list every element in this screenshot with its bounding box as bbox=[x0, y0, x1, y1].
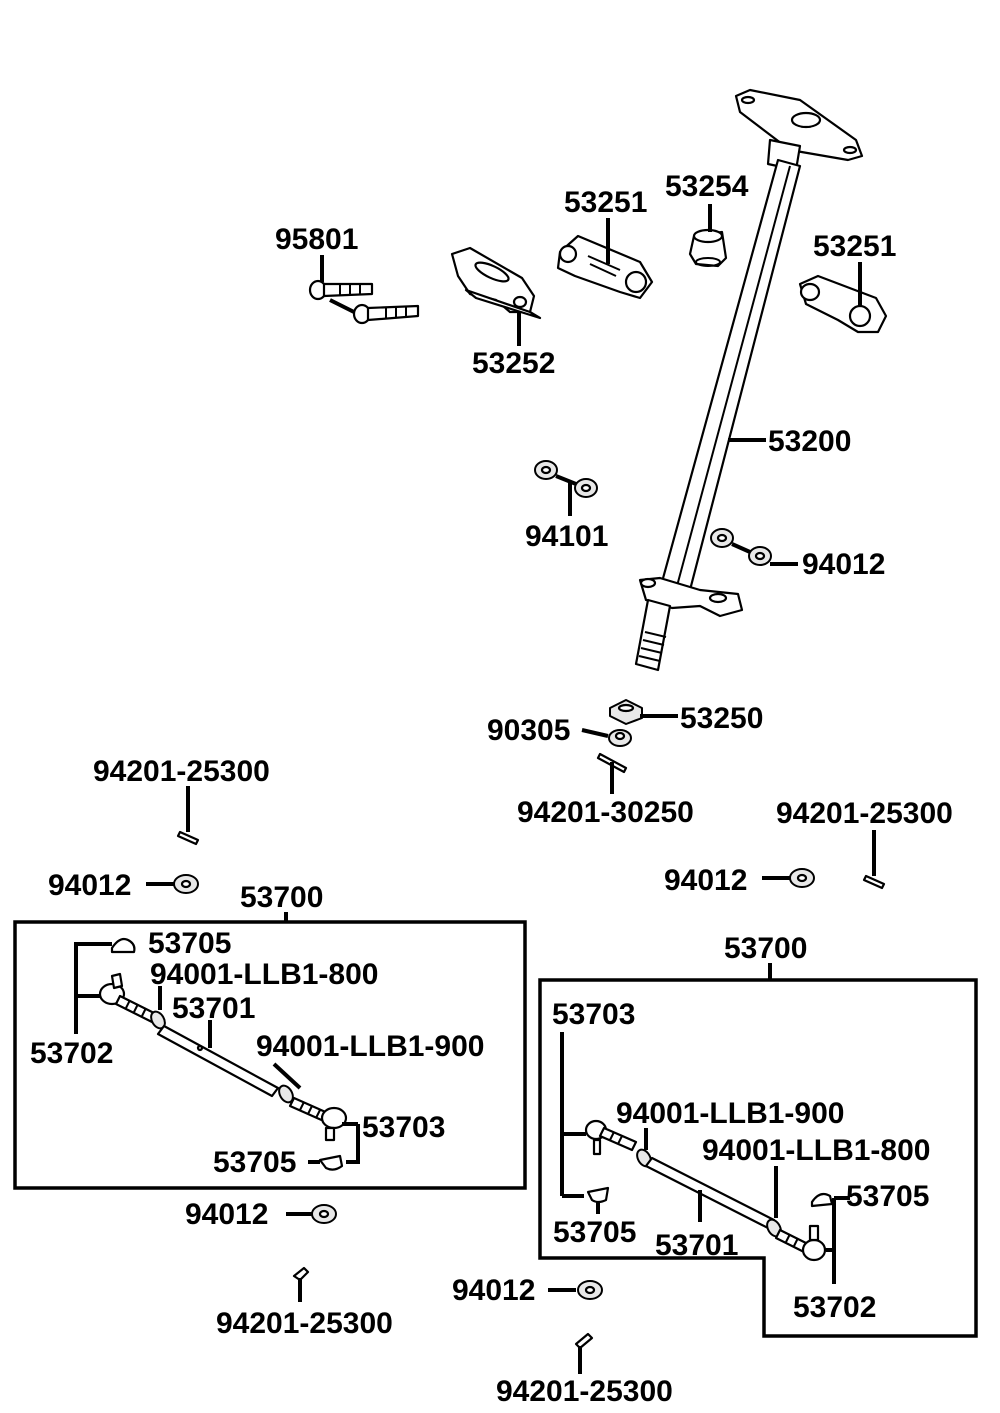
leader-90305 bbox=[581, 728, 609, 738]
label-53700-left: 53700 bbox=[240, 881, 323, 914]
label-94001-llb1-800-right: 94001-LLB1-800 bbox=[702, 1134, 930, 1167]
label-53251-left: 53251 bbox=[564, 186, 647, 219]
nut-94012-bottom-left bbox=[311, 1204, 337, 1224]
label-53703-left: 53703 bbox=[362, 1111, 445, 1144]
label-94012-bottom-left: 94012 bbox=[185, 1198, 268, 1231]
cotter-pin-top-left bbox=[176, 830, 200, 846]
label-53701-right: 53701 bbox=[655, 1229, 738, 1262]
label-53701-left: 53701 bbox=[172, 992, 255, 1025]
label-53705-right-right-assembly: 53705 bbox=[846, 1180, 929, 1213]
label-94201-25300-bottom-center: 94201-25300 bbox=[496, 1375, 673, 1408]
label-94201-25300-bottom-left: 94201-25300 bbox=[216, 1307, 393, 1340]
leader-94012-shaft bbox=[731, 542, 798, 566]
label-53700-right: 53700 bbox=[724, 932, 807, 965]
label-94012-shaft: 94012 bbox=[802, 548, 885, 581]
bushing-53254 bbox=[688, 228, 728, 268]
nuts-94101 bbox=[534, 460, 598, 498]
label-53250: 53250 bbox=[680, 702, 763, 735]
label-53702-left: 53702 bbox=[30, 1037, 113, 1070]
assembly-box-left bbox=[13, 920, 527, 1190]
label-94001-llb1-900-right: 94001-LLB1-900 bbox=[616, 1097, 844, 1130]
nut-94012-top-left bbox=[173, 874, 199, 894]
nuts-94012-shaft bbox=[710, 528, 772, 566]
dust-cap-right-right-assembly bbox=[810, 1192, 834, 1208]
bracket-53252 bbox=[450, 246, 542, 320]
label-94201-30250: 94201-30250 bbox=[517, 796, 694, 829]
label-94001-llb1-900-left: 94001-LLB1-900 bbox=[256, 1030, 484, 1063]
label-53251-right: 53251 bbox=[813, 230, 896, 263]
cotter-pin-top-right bbox=[862, 874, 886, 890]
assembly-box-right bbox=[538, 978, 978, 1338]
holder-53251-left bbox=[556, 234, 654, 300]
label-94012-top-right: 94012 bbox=[664, 864, 747, 897]
label-53702-right: 53702 bbox=[793, 1291, 876, 1324]
holder-53251-right bbox=[798, 274, 888, 334]
label-94101: 94101 bbox=[525, 520, 608, 553]
nut-94012-top-right bbox=[789, 868, 815, 888]
dust-cap-left-right-assembly bbox=[586, 1186, 610, 1204]
label-94201-25300-top-right: 94201-25300 bbox=[776, 797, 953, 830]
label-94001-llb1-800-left: 94001-LLB1-800 bbox=[150, 958, 378, 991]
label-53703-right: 53703 bbox=[552, 998, 635, 1031]
label-95801: 95801 bbox=[275, 223, 358, 256]
label-53705-bottom-left: 53705 bbox=[213, 1146, 296, 1179]
label-53254: 53254 bbox=[665, 170, 749, 203]
nut-53250 bbox=[609, 699, 643, 725]
steering-shaft-53200 bbox=[634, 88, 864, 672]
bolts-95801 bbox=[308, 279, 420, 325]
label-94201-25300-top-left: 94201-25300 bbox=[93, 755, 270, 788]
label-94012-top-left: 94012 bbox=[48, 869, 131, 902]
leader-95801 bbox=[320, 255, 355, 314]
label-53705-top-left: 53705 bbox=[148, 927, 231, 960]
washer-90305 bbox=[608, 729, 632, 747]
tie-rod-assembly-left: 53700 53705 53702 94001-LLB1-800 53701 9… bbox=[13, 881, 527, 1190]
label-53200: 53200 bbox=[768, 425, 851, 458]
label-90305: 90305 bbox=[487, 714, 570, 747]
dust-cap-bottom-left bbox=[318, 1154, 344, 1171]
leader-94101 bbox=[555, 474, 577, 516]
cotter-pin-bottom-center bbox=[574, 1332, 594, 1350]
nut-94012-bottom-center bbox=[577, 1280, 603, 1300]
label-53252: 53252 bbox=[472, 347, 555, 380]
dust-cap-top-left bbox=[110, 937, 136, 954]
label-53705-left-right-assembly: 53705 bbox=[553, 1216, 636, 1249]
tie-rod-assembly-right: 53700 53703 94001-LLB1-900 53705 53701 9… bbox=[538, 932, 978, 1338]
label-94012-bottom-center: 94012 bbox=[452, 1274, 535, 1307]
